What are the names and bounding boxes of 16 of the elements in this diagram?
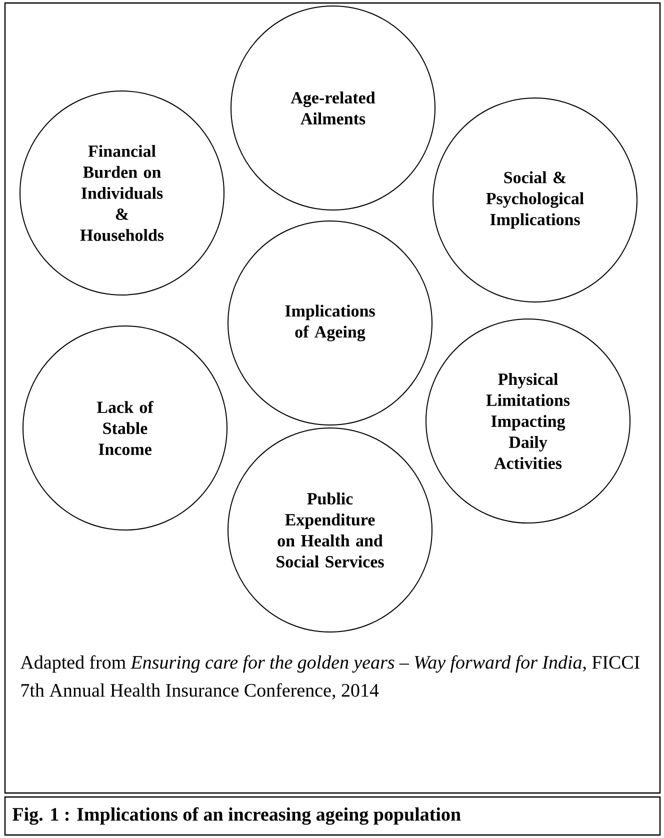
circle-label: Physical Limitations Impacting Daily Activities	[486, 373, 570, 469]
circle-label: Implications of Ageing	[285, 304, 375, 342]
circle	[228, 428, 432, 632]
circle	[22, 326, 228, 530]
figure-caption: Fig. 1 : Implications of an increasing ageing population	[4, 796, 661, 836]
circle	[20, 90, 224, 296]
circle-label: Age-related Ailments	[290, 92, 376, 124]
circle	[228, 220, 432, 426]
circle-label: Lack of Stable Income	[96, 400, 154, 456]
circle	[426, 318, 630, 524]
circle	[432, 98, 638, 302]
circle-label: Financial Burden on Individuals & Households	[80, 145, 164, 241]
circle-label: Social & Psychological Implications	[486, 171, 584, 229]
circle	[230, 6, 436, 210]
source-note: Adapted from Ensuring care for the golden years – Way forward for India, FICCI 7th Annual Health Insurance Conference, 2014	[20, 655, 640, 700]
circle-label: Public Expenditure on Health and Social Services	[276, 492, 384, 568]
